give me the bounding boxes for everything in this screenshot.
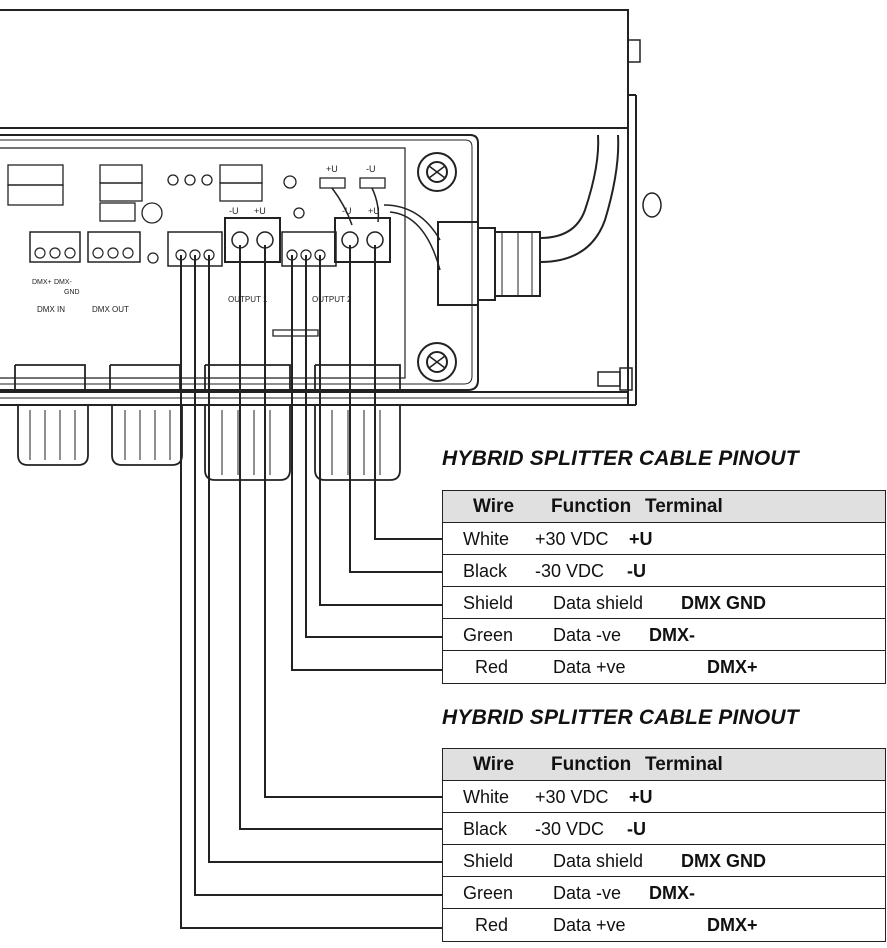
table-row: White +30 VDC +U	[443, 523, 885, 555]
row-wire: Shield	[463, 851, 514, 871]
pinout-table-1: Wire Function Terminal White +30 VDC +U …	[442, 490, 886, 684]
label-dmx-minus: DMX-	[54, 279, 73, 286]
label-minus-u-output-2-top: -U	[366, 164, 376, 174]
header-wire: Wire	[473, 496, 515, 517]
row-wire: White	[463, 787, 510, 807]
row-terminal: +U	[629, 787, 653, 807]
row-terminal: DMX GND	[681, 593, 766, 613]
internal-leads	[331, 187, 441, 271]
screw-bottom	[417, 342, 457, 382]
row-function: Data +ve	[553, 915, 626, 935]
bottom-cable-glands	[14, 364, 401, 481]
label-output-1: OUTPUT 1	[228, 295, 268, 304]
row-wire: Shield	[463, 593, 514, 613]
table-row: Shield Data shield DMX GND	[443, 587, 885, 619]
header-function: Function	[551, 754, 632, 775]
wires-output-1	[180, 245, 442, 929]
pcb-components	[7, 164, 386, 337]
label-plus-u-output-2: +U	[368, 206, 380, 216]
table-row: Red Data +ve DMX+	[443, 651, 885, 683]
label-dmx-in: DMX IN	[37, 305, 65, 314]
pinout-heading-1: HYBRID SPLITTER CABLE PINOUT	[442, 447, 799, 470]
label-minus-u-output-1: -U	[229, 206, 239, 216]
row-function: Data -ve	[553, 883, 622, 903]
table-row: Red Data +ve DMX+	[443, 909, 885, 941]
row-terminal: DMX+	[707, 657, 758, 677]
row-wire: Black	[463, 561, 508, 581]
row-terminal: DMX GND	[681, 851, 766, 871]
screw-top	[417, 152, 457, 192]
row-function: Data -ve	[553, 625, 622, 645]
table-row: Black -30 VDC -U	[443, 555, 885, 587]
label-plus-u-output-1: +U	[254, 206, 266, 216]
row-function: +30 VDC	[535, 787, 609, 807]
header-function: Function	[551, 496, 632, 517]
row-terminal: -U	[627, 819, 646, 839]
output-2-dmx-terminal	[281, 231, 337, 267]
pinout-table-2: Wire Function Terminal White +30 VDC +U …	[442, 748, 886, 942]
row-function: Data +ve	[553, 657, 626, 677]
output-2-power-terminal	[334, 217, 391, 263]
row-terminal: DMX-	[649, 625, 695, 645]
table-row: Green Data -ve DMX-	[443, 619, 885, 651]
row-function: -30 VDC	[535, 561, 605, 581]
row-wire: Red	[475, 915, 509, 935]
table-row: Shield Data shield DMX GND	[443, 845, 885, 877]
row-function: Data shield	[553, 851, 644, 871]
table-row: White +30 VDC +U	[443, 781, 885, 813]
row-wire: White	[463, 529, 510, 549]
table-header-row: Wire Function Terminal	[443, 749, 885, 781]
row-function: +30 VDC	[535, 529, 609, 549]
row-terminal: DMX-	[649, 883, 695, 903]
output-1-power-terminal	[224, 217, 281, 263]
row-function: -30 VDC	[535, 819, 605, 839]
label-output-2: OUTPUT 2	[312, 295, 352, 304]
label-minus-u-output-2: -U	[342, 206, 352, 216]
row-function: Data shield	[553, 593, 644, 613]
table-row: Black -30 VDC -U	[443, 813, 885, 845]
dmx-out-terminal	[87, 231, 141, 263]
wires-output-2	[291, 245, 442, 671]
header-wire: Wire	[473, 754, 515, 775]
table-row: Green Data -ve DMX-	[443, 877, 885, 909]
header-terminal: Terminal	[645, 496, 723, 517]
table-header-row: Wire Function Terminal	[443, 491, 885, 523]
side-cable-gland	[437, 134, 620, 306]
dmx-in-terminal	[29, 231, 81, 263]
row-wire: Black	[463, 819, 508, 839]
enclosure-lid	[0, 9, 662, 406]
pinout-heading-2: HYBRID SPLITTER CABLE PINOUT	[442, 706, 799, 729]
header-terminal: Terminal	[645, 754, 723, 775]
enclosure-body	[0, 134, 629, 406]
row-terminal: DMX+	[707, 915, 758, 935]
label-gnd: GND	[64, 289, 80, 296]
label-dmx-out: DMX OUT	[92, 305, 129, 314]
row-wire: Green	[463, 625, 514, 645]
row-wire: Green	[463, 883, 514, 903]
label-dmx-plus: DMX+	[32, 279, 52, 286]
label-plus-u-output-2-top: +U	[326, 164, 338, 174]
row-wire: Red	[475, 657, 509, 677]
row-terminal: +U	[629, 529, 653, 549]
row-terminal: -U	[627, 561, 646, 581]
